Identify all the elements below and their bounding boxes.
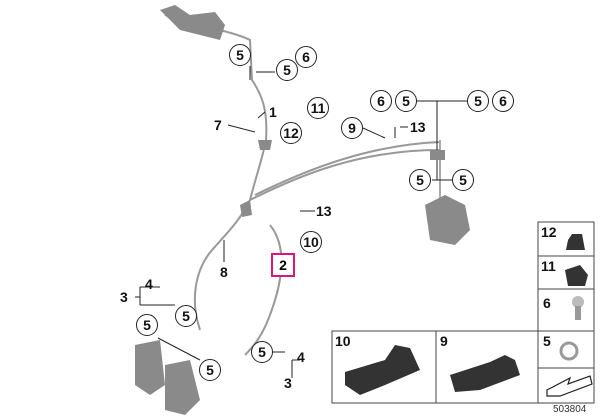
callout-5: 5 (251, 341, 273, 363)
label-3: 3 (120, 289, 128, 305)
legend-label-5: 5 (543, 333, 551, 349)
label-4: 4 (297, 349, 305, 365)
master-cylinder (160, 5, 225, 40)
brake-line-upper (249, 149, 441, 201)
label-13: 13 (316, 203, 332, 219)
callout-5: 5 (409, 169, 431, 191)
brake-line-2 (244, 224, 283, 356)
callout-5: 5 (276, 59, 298, 81)
callout-5: 5 (136, 314, 158, 336)
legend-label-12: 12 (541, 224, 557, 240)
clip-11 (565, 265, 588, 286)
callout-5: 5 (467, 90, 489, 112)
callout-5: 5 (175, 305, 197, 327)
caliper-shapes (135, 5, 470, 415)
legend-label-6: 6 (543, 295, 551, 311)
highlighted-part-2[interactable]: 2 (271, 253, 295, 277)
label-7: 7 (214, 117, 222, 133)
screw-6 (572, 296, 584, 308)
clip-12 (566, 234, 585, 250)
figure-number: 503804 (553, 404, 587, 415)
holder-9 (450, 355, 520, 392)
callout-5: 5 (199, 359, 221, 381)
callout-12: 12 (280, 122, 302, 144)
label-4: 4 (145, 276, 153, 292)
label-3: 3 (284, 375, 292, 391)
front-caliper (135, 340, 165, 395)
callout-11: 11 (307, 97, 329, 119)
label-13: 13 (410, 119, 426, 135)
callout-10: 10 (300, 231, 322, 253)
callout-9: 9 (341, 117, 363, 139)
callout-6: 6 (492, 90, 514, 112)
legend-label-11: 11 (541, 258, 556, 274)
label-1: 1 (269, 104, 277, 120)
legend-bottom-row (331, 330, 595, 404)
washer-5 (559, 341, 579, 361)
holder-10 (345, 345, 420, 395)
arrow-icon (546, 375, 593, 397)
legend-label-9: 9 (440, 333, 448, 349)
callout-6: 6 (295, 46, 317, 68)
callout-5: 5 (229, 44, 251, 66)
brake-line-8 (193, 199, 251, 331)
abs-unit (425, 195, 470, 245)
rear-caliper (165, 360, 200, 415)
callout-5: 5 (395, 90, 417, 112)
callout-5: 5 (452, 169, 474, 191)
brake-line-1 (164, 14, 268, 201)
legend-label-10: 10 (335, 333, 351, 349)
callout-6: 6 (370, 90, 392, 112)
label-8: 8 (220, 264, 228, 280)
